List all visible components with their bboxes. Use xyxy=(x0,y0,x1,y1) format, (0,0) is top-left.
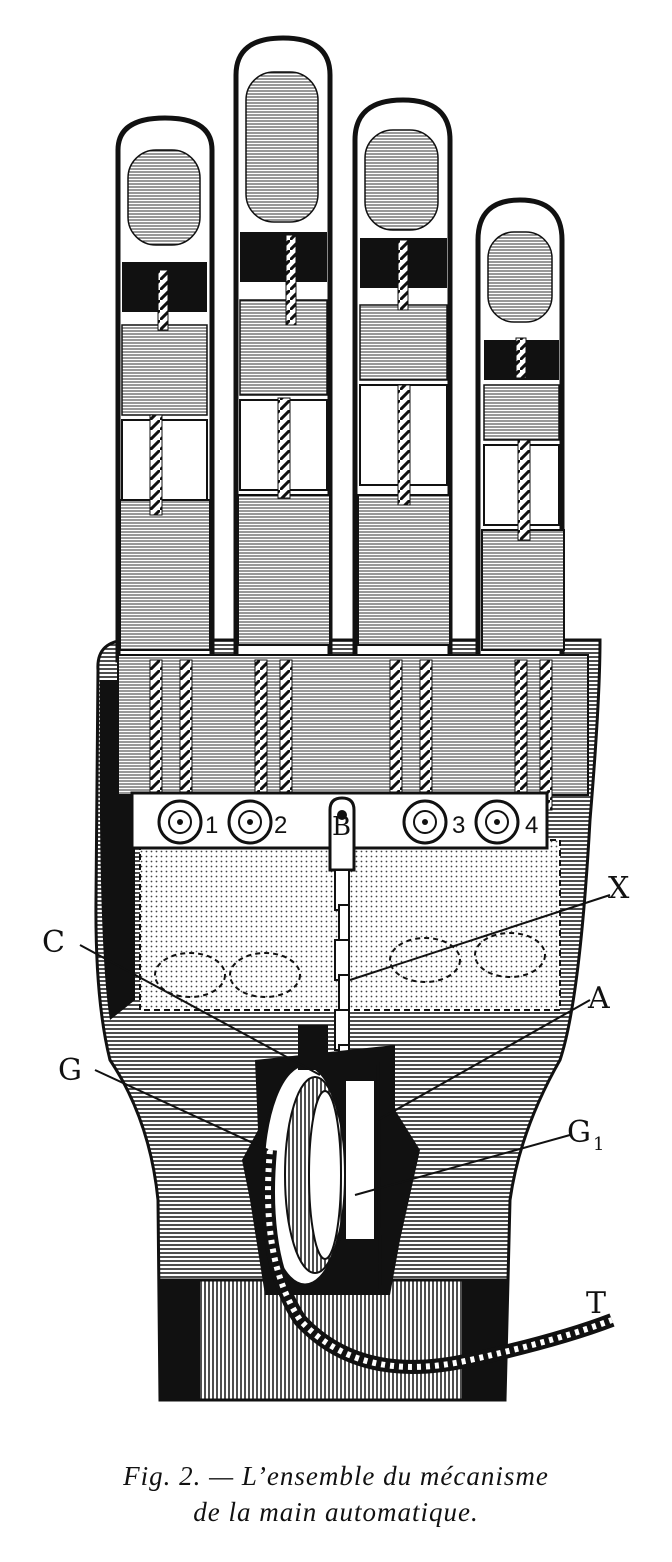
wrist-right-shade xyxy=(462,1280,505,1400)
label-t: T xyxy=(586,1286,606,1321)
pulley-label-1: 1 xyxy=(205,812,218,839)
finger-middle xyxy=(233,35,333,663)
finger-little xyxy=(475,197,565,663)
label-g1: G xyxy=(567,1115,591,1150)
label-x: X xyxy=(608,871,630,906)
label-a: A xyxy=(587,981,610,1016)
pulley-label-4: 4 xyxy=(525,812,538,839)
wrist-left-shade xyxy=(160,1280,200,1400)
caption-line-1: Fig. 2. — L’ensemble du mécanisme xyxy=(123,1461,549,1491)
pulley-label-3: 3 xyxy=(452,812,465,839)
finger-ring xyxy=(352,97,453,663)
pulley-label-2: 2 xyxy=(274,812,287,839)
label-c: C xyxy=(42,925,65,960)
hand-figure: 1 2 3 4 B X C A G G 1 T xyxy=(42,35,630,1402)
label-g1-subscript: 1 xyxy=(593,1134,604,1155)
hand-illustration: 1 2 3 4 B X C A G G 1 T xyxy=(42,35,630,1402)
hidden-pulley-4 xyxy=(474,932,546,978)
leader-x xyxy=(349,894,611,981)
finger-index xyxy=(115,115,215,663)
hidden-pulley-3 xyxy=(389,937,461,983)
leader-c xyxy=(79,944,321,1076)
leader-g1 xyxy=(354,1134,571,1196)
rod-a xyxy=(376,1059,382,1291)
pulley-2 xyxy=(227,799,273,845)
hidden-pulley-2 xyxy=(229,952,301,998)
leader-a xyxy=(377,999,591,1121)
figure-caption: Fig. 2. — L’ensemble du mécanisme de la … xyxy=(0,1458,672,1530)
block-c xyxy=(298,1025,328,1070)
caption-line-2: de la main automatique. xyxy=(193,1497,479,1527)
label-g: G xyxy=(58,1053,82,1088)
palm-cables xyxy=(149,659,553,811)
label-b: B xyxy=(332,812,351,842)
leader-g xyxy=(94,1069,269,1151)
pulley-1 xyxy=(157,799,203,845)
pulley-3 xyxy=(402,799,448,845)
ratchet-plate xyxy=(344,1079,376,1241)
palm-channel-band xyxy=(117,654,589,796)
pulley-4 xyxy=(474,799,520,845)
hidden-pulley-1 xyxy=(154,952,226,998)
